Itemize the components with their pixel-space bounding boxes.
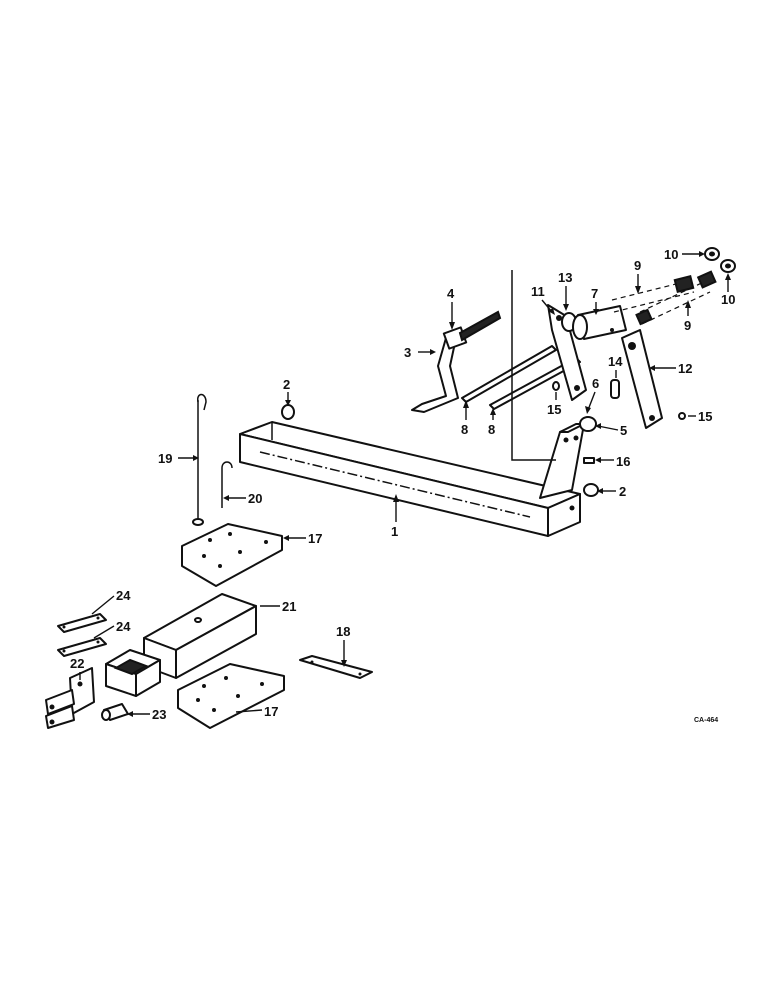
callout-2: 2 [619,484,626,499]
callout-13: 13 [558,270,572,285]
part-24-shim-upper [57,613,107,633]
callout-6: 6 [592,376,599,391]
bracket-assembly [539,423,585,499]
part-19-pin-rod [192,393,207,526]
callout-20: 20 [248,491,262,506]
callout-15: 15 [547,402,561,417]
part-22-clevis [45,667,95,729]
callout-19: 19 [158,451,172,466]
callout-5: 5 [620,423,627,438]
callout-21: 21 [282,599,296,614]
part-24-shim-lower [57,637,107,657]
callout-10: 10 [664,247,678,262]
leader-lines [79,251,731,717]
callout-2: 2 [283,377,290,392]
part-11-plate [547,304,587,401]
part-20-hook-pin [221,461,233,508]
part-23-pin [101,703,129,721]
callout-11: 11 [531,284,545,299]
part-17-plate-upper [181,523,283,587]
callout-7: 7 [591,286,598,301]
callout-10: 10 [721,292,735,307]
part-10-nut-upper [704,247,720,261]
callout-labels: 1 2 2 3 4 5 6 7 8 8 9 9 10 10 11 12 13 1… [70,247,735,724]
callout-22: 22 [70,656,84,671]
part-7-pin [572,305,627,340]
tube-inner-end [105,649,161,697]
callout-24: 24 [116,619,131,634]
callout-16: 16 [616,454,630,469]
part-14-pin [610,379,620,399]
part-9-bolt-upper [611,275,695,313]
part-16-spring-pin [583,457,595,464]
callout-18: 18 [336,624,350,639]
callout-3: 3 [404,345,411,360]
part-17-plate-lower [177,663,285,729]
part-15-pin-small [552,381,686,420]
callout-1: 1 [391,524,398,539]
part-2-bushing-right [583,483,599,497]
callout-9: 9 [684,318,691,333]
callout-23: 23 [152,707,166,722]
part-18-strap [299,655,373,679]
part-5-bushing [579,416,597,432]
callout-12: 12 [678,361,692,376]
part-12-plate [621,329,663,429]
part-1-main-bar [239,421,581,537]
part-2-bushing-left [281,404,295,420]
part-3-crank-handle [411,326,468,413]
drawing-code: CA-464 [694,717,718,724]
callout-8: 8 [488,422,495,437]
callout-17: 17 [308,531,322,546]
callout-24: 24 [116,588,131,603]
callout-15: 15 [698,409,712,424]
callout-14: 14 [608,354,623,369]
callout-8: 8 [461,422,468,437]
part-4-screw [458,310,502,342]
callout-4: 4 [447,286,455,301]
callout-17: 17 [264,704,278,719]
part-9-bolt-lower [635,270,717,326]
callout-9: 9 [634,258,641,273]
part-10-nut-lower [720,259,736,273]
part-21-square-tube [143,593,257,679]
